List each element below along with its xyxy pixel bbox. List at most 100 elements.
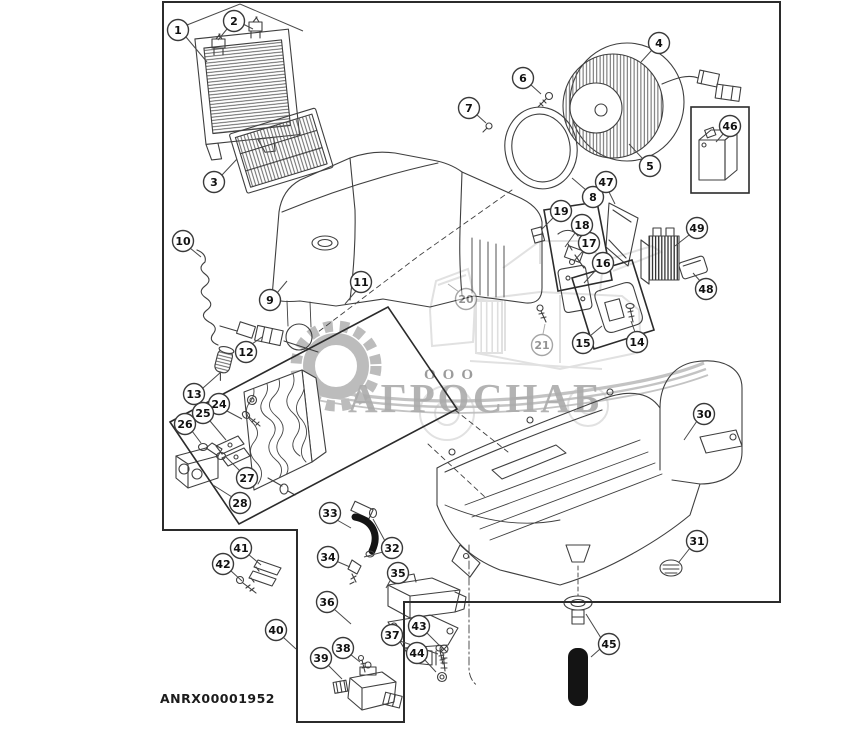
part-label-42: 42 [211,552,243,582]
assembly-dashes-2 [427,443,487,499]
part-label-41: 41 [229,536,262,566]
svg-text:48: 48 [698,283,713,296]
upper-housing [271,151,543,351]
part-label-28: 28 [212,484,252,515]
svg-text:7: 7 [465,102,473,115]
wiring-harness-coil [196,249,238,346]
svg-text:32: 32 [384,542,399,555]
hinge-centerline [468,544,479,687]
svg-text:17: 17 [581,237,596,250]
assembly-dashes-1 [454,409,509,453]
part-label-44: 44 [405,641,437,673]
svg-text:5: 5 [646,160,654,173]
latch-frame [543,201,613,292]
part-label-12: 12 [234,336,263,364]
part-label-40: 40 [264,618,297,650]
clamp-screw [235,575,257,594]
svg-text:45: 45 [601,638,616,651]
svg-text:37: 37 [384,629,399,642]
svg-text:27: 27 [239,472,254,485]
part-label-15: 15 [571,325,603,355]
part-label-19: 19 [541,199,573,230]
svg-text:20: 20 [458,293,474,306]
mounting-screw-7 [482,122,493,133]
svg-text:49: 49 [689,222,704,235]
svg-text:13: 13 [186,388,201,401]
part-label-31: 31 [678,529,709,563]
svg-text:39: 39 [313,652,328,665]
part-label-2: 2 [217,9,254,41]
evaporator-core [243,369,327,496]
svg-text:18: 18 [574,219,589,232]
expansion-valve-frame [168,305,459,526]
svg-text:1: 1 [174,24,182,37]
svg-text:30: 30 [696,408,712,421]
part-label-6: 6 [511,66,542,95]
drain-tube-assembly [563,544,593,706]
svg-text:21: 21 [534,339,549,352]
expansion-valve-parts [175,411,261,489]
svg-text:43: 43 [411,620,426,633]
water-valve [332,661,403,711]
part-label-38: 38 [331,636,361,663]
part-label-34: 34 [316,545,351,569]
part-label-5: 5 [628,143,662,178]
mounting-screw-6 [537,91,554,108]
part-label-48: 48 [692,272,718,301]
svg-text:8: 8 [589,191,597,204]
footer-code: ANRX00001952 [160,691,275,706]
relay-box-frame [690,106,750,194]
part-label-24: 24 [207,392,243,420]
elbow-fitting [347,559,362,585]
bracket-screws [357,644,446,673]
part-label-9: 9 [258,280,288,312]
part-label-14: 14 [625,320,649,354]
svg-text:36: 36 [319,596,335,609]
svg-text:4: 4 [655,37,663,50]
molded-bracket [594,282,643,333]
part-label-21: 21 [530,323,554,357]
lower-housing [436,360,743,586]
part-label-27: 27 [225,456,259,490]
part-label-32: 32 [363,518,404,560]
part-label-35: 35 [385,561,410,589]
drain-plug [659,559,683,577]
part-label-10: 10 [171,229,202,258]
part-label-26: 26 [173,412,202,444]
connector-cap [678,255,708,280]
svg-text:47: 47 [598,176,613,189]
part-label-11: 11 [344,270,373,305]
part-label-16: 16 [583,251,615,284]
part-label-30: 30 [683,402,716,441]
svg-text:31: 31 [689,535,704,548]
svg-text:40: 40 [268,624,284,637]
svg-text:19: 19 [553,205,568,218]
part-label-7: 7 [457,96,487,124]
bracket-screw-14 [625,302,635,323]
part-label-13: 13 [182,371,222,406]
svg-text:42: 42 [215,558,230,571]
svg-text:41: 41 [233,542,248,555]
duct-wedge [605,202,639,267]
blower-motor [562,42,742,162]
svg-text:16: 16 [595,257,611,270]
part-label-25: 25 [191,401,227,441]
part-label-36: 36 [315,590,352,625]
part-label-3: 3 [202,158,238,194]
svg-text:44: 44 [409,647,425,660]
svg-text:35: 35 [390,567,405,580]
part-label-33: 33 [318,501,352,529]
latch-clip [530,226,546,244]
svg-text:11: 11 [353,276,368,289]
svg-text:2: 2 [230,15,238,28]
harness-connector [235,321,319,353]
heater-hose-fittings [350,500,379,558]
mounting-bolt [436,644,449,683]
svg-text:34: 34 [320,551,336,564]
watermark-company-name: АГРОСНАБ [348,375,603,421]
svg-text:26: 26 [177,418,193,431]
svg-text:6: 6 [519,72,527,85]
blower-resistor [640,227,680,285]
svg-text:46: 46 [722,120,738,133]
